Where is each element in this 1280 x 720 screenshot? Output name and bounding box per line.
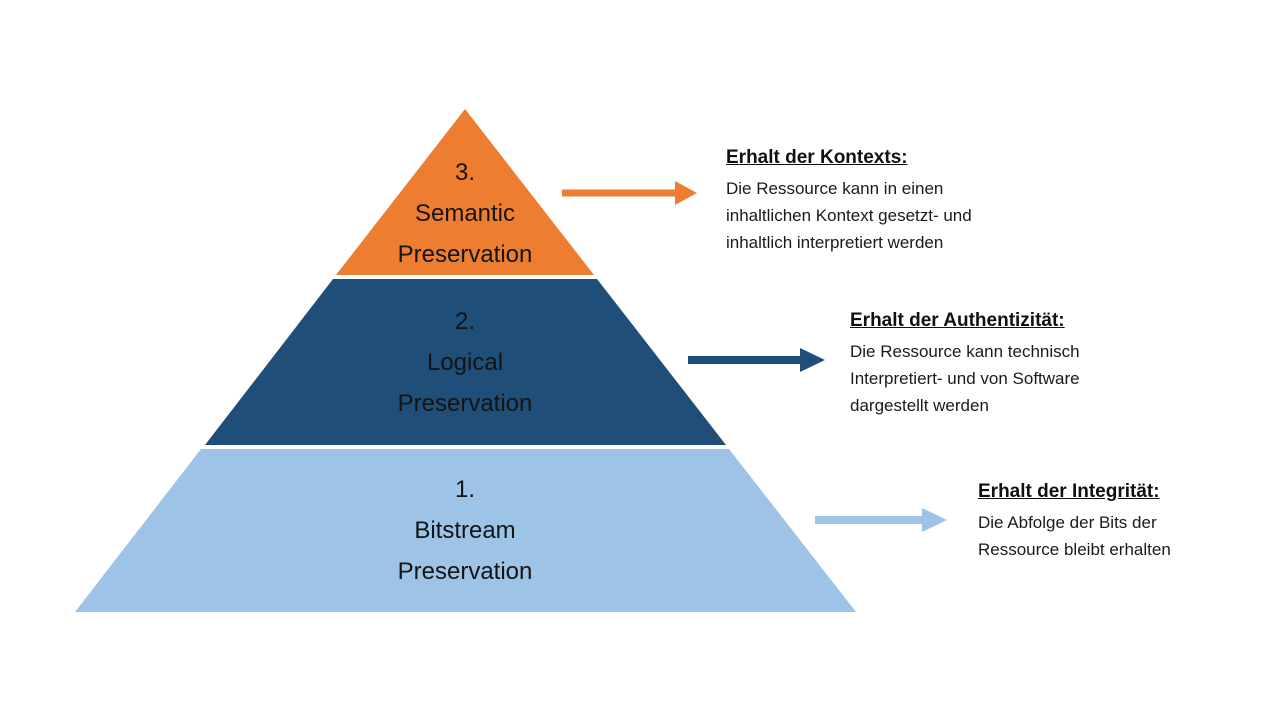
level-label-bitstream: 1. Bitstream Preservation xyxy=(315,469,615,592)
level-number: 1. xyxy=(454,476,475,503)
annotation-integritaet: Erhalt der Integrität: Die Abfolge der B… xyxy=(978,480,1280,563)
arrow-bitstream-icon xyxy=(815,508,947,532)
level-name-line: Preservation xyxy=(397,390,533,417)
level-name-line: Preservation xyxy=(397,558,533,585)
annotation-body-line: Die Ressource kann in einen xyxy=(726,179,944,198)
pyramid-level-logical xyxy=(205,279,726,445)
arrow-semantic-icon xyxy=(562,181,697,205)
annotation-authentizitaet: Erhalt der Authentizität: Die Ressource … xyxy=(850,309,1180,419)
level-name-line: Semantic xyxy=(414,200,516,227)
level-number: 3. xyxy=(454,159,475,186)
annotation-body-line: dargestellt werden xyxy=(850,396,989,415)
annotation-body-line: Die Ressource kann technisch xyxy=(850,342,1080,361)
level-name-line: Logical xyxy=(426,349,504,376)
arrow-logical-icon xyxy=(688,348,825,372)
level-label-semantic: 3. Semantic Preservation xyxy=(315,152,615,275)
pyramid-level-semantic xyxy=(336,109,594,275)
annotation-heading: Erhalt der Authentizität: xyxy=(850,310,1065,331)
annotation-heading: Erhalt der Integrität: xyxy=(978,481,1160,502)
annotation-body-line: inhaltlichen Kontext gesetzt- und xyxy=(726,206,972,225)
annotation-body-line: Die Abfolge der Bits der xyxy=(978,513,1157,532)
annotation-heading: Erhalt der Kontexts: xyxy=(726,147,908,168)
level-label-logical: 2. Logical Preservation xyxy=(315,301,615,424)
annotation-kontexts: Erhalt der Kontexts: Die Ressource kann … xyxy=(726,146,1056,256)
annotation-body-line: Interpretiert- und von Software xyxy=(850,369,1080,388)
pyramid-level-bitstream xyxy=(75,449,856,612)
annotation-body-line: Ressource bleibt erhalten xyxy=(978,540,1171,559)
level-name-line: Bitstream xyxy=(414,517,516,544)
level-name-line: Preservation xyxy=(397,241,533,268)
level-number: 2. xyxy=(454,308,475,335)
annotation-body-line: inhaltlich interpretiert werden xyxy=(726,233,944,252)
